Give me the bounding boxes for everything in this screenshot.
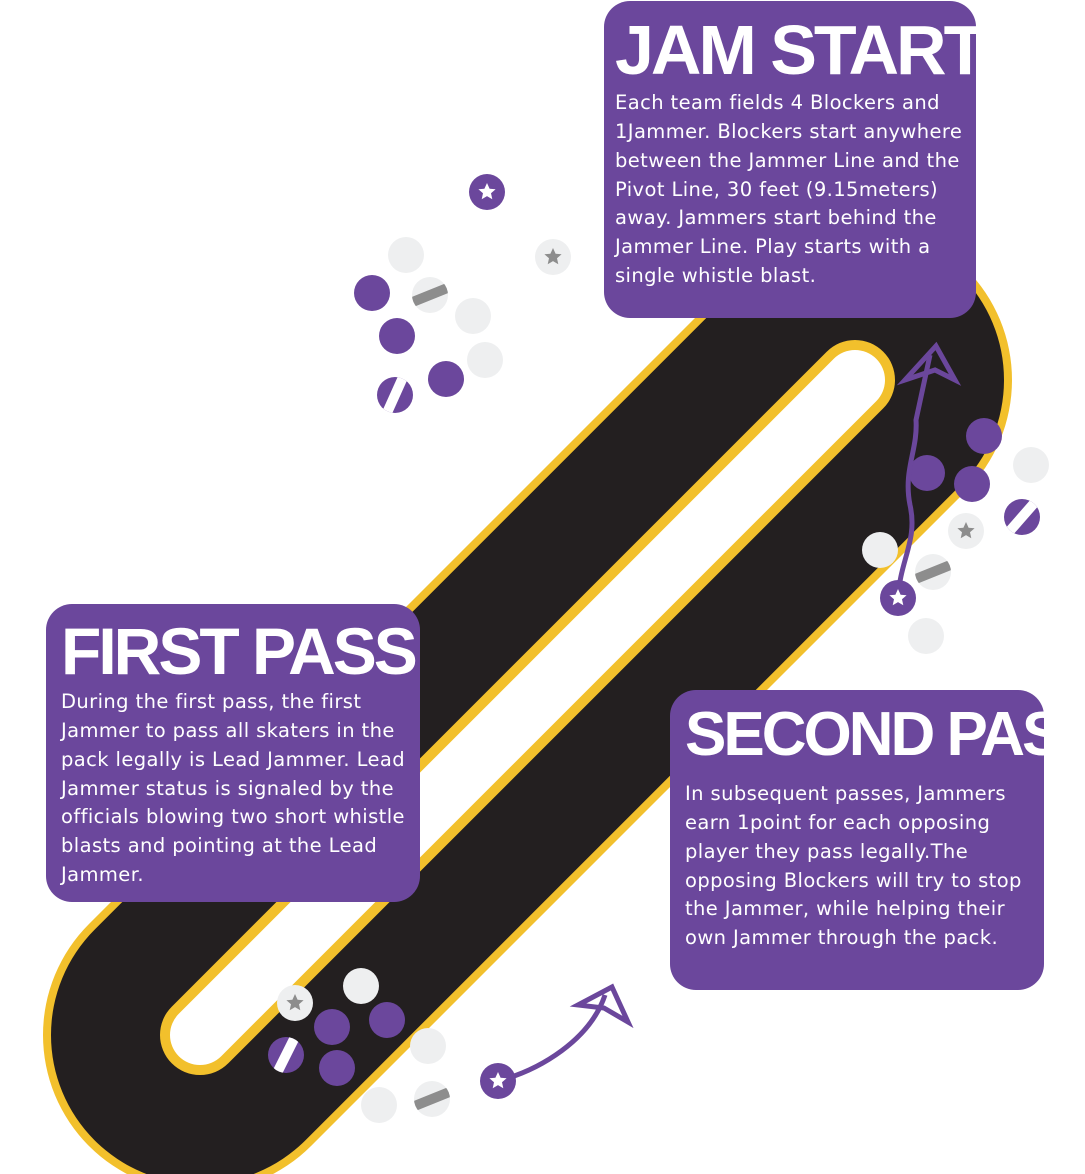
blocker-purple: [379, 318, 415, 354]
blocker-white: [862, 532, 898, 568]
blocker-purple: [369, 1002, 405, 1038]
blocker-purple: [314, 1009, 350, 1045]
blocker-purple: [966, 418, 1002, 454]
blocker-white: [343, 968, 379, 1004]
jammer-white: [948, 513, 984, 549]
jammer-white: [277, 985, 313, 1021]
blocker-white: [388, 237, 424, 273]
pivot-white: [915, 554, 951, 590]
pivot-purple: [377, 377, 413, 413]
first-pass-body: During the first pass, the first Jammer …: [61, 690, 406, 887]
blocker-purple: [319, 1050, 355, 1086]
jammer-purple: [480, 1063, 516, 1099]
stripe-icon: [414, 1086, 450, 1112]
blocker-white: [908, 618, 944, 654]
first-pass-title: FIRST PASS: [61, 614, 418, 688]
blocker-purple: [954, 466, 990, 502]
stripe-icon: [1004, 499, 1040, 535]
pack-second-pass: [268, 968, 634, 1123]
first-pass-card: FIRST PASS During the first pass, the fi…: [46, 604, 420, 902]
pivot-white: [414, 1081, 450, 1117]
blocker-white: [1013, 447, 1049, 483]
stripe-icon: [412, 282, 448, 308]
blocker-white: [467, 342, 503, 378]
jam-start-title: JAM START: [615, 11, 986, 89]
second-pass-body: In subsequent passes, Jammers earn 1poin…: [685, 782, 1022, 950]
track: [43, 223, 1012, 1174]
blocker-white: [410, 1028, 446, 1064]
arrow-icon: [895, 354, 933, 599]
pack-first-pass: [862, 341, 1049, 654]
stripe-icon: [271, 1037, 301, 1073]
jam-start-card: JAM START Each team fields 4 Blockers an…: [604, 1, 986, 318]
infield: [170, 350, 885, 1065]
pivot-white: [412, 277, 448, 313]
second-pass-title: SECOND PASS: [685, 700, 1085, 769]
jammer-line: [108, 540, 204, 612]
blocker-white: [361, 1087, 397, 1123]
arrow-icon-head: [896, 341, 962, 386]
pivot-purple: [268, 1037, 304, 1073]
jammer-white: [535, 239, 571, 275]
stripe-icon: [381, 377, 409, 413]
blocker-purple: [354, 275, 390, 311]
stripe-icon: [915, 559, 951, 585]
blocker-white: [455, 298, 491, 334]
blocker-purple: [909, 455, 945, 491]
jammer-purple: [880, 580, 916, 616]
pivot-purple: [1004, 499, 1040, 535]
jammer-purple: [469, 174, 505, 210]
pivot-line: [400, 203, 552, 327]
pack-jam-start: [354, 174, 571, 413]
jam-start-body: Each team fields 4 Blockers and 1Jammer.…: [615, 91, 963, 288]
arrow-icon-head: [569, 983, 634, 1029]
second-pass-card: SECOND PASS In subsequent passes, Jammer…: [670, 690, 1085, 990]
blocker-purple: [428, 361, 464, 397]
